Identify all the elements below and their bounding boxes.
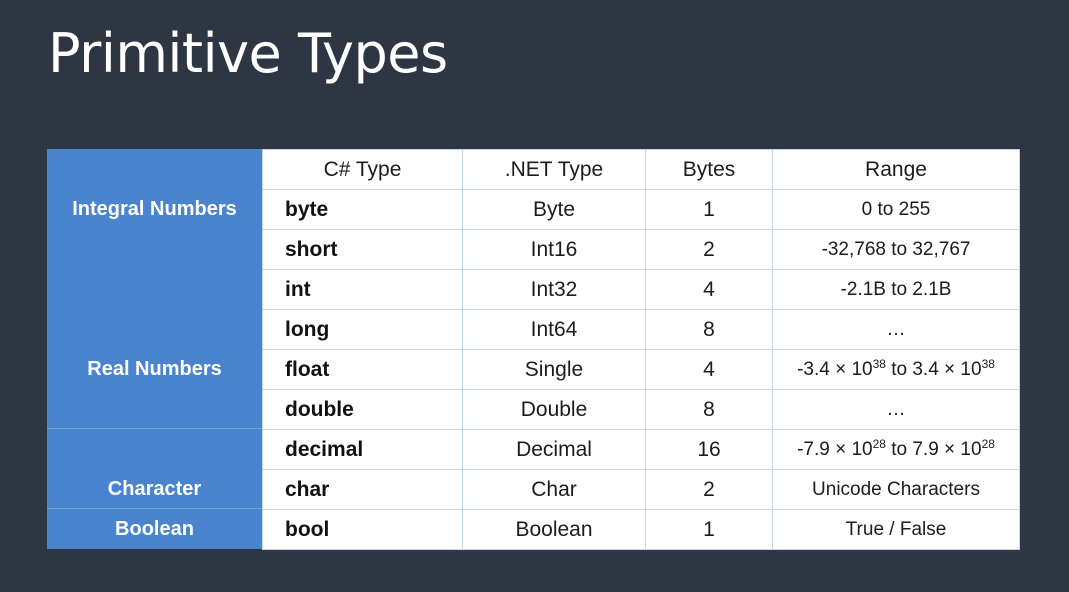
- range-neg-exponent: 28: [872, 436, 886, 451]
- table-row: long Int64 8 …: [262, 309, 1020, 350]
- header-bytes: Bytes: [645, 149, 773, 190]
- table-row: int Int32 4 -2.1B to 2.1B: [262, 269, 1020, 310]
- header-row: C# Type .NET Type Bytes Range: [262, 149, 1020, 190]
- table-row: short Int16 2 -32,768 to 32,767: [262, 229, 1020, 270]
- csharp-type-cell: bool: [262, 509, 463, 550]
- bytes-cell: 1: [645, 509, 773, 550]
- dotnet-type-cell: Byte: [462, 189, 646, 230]
- table-row: byte Byte 1 0 to 255: [262, 189, 1020, 230]
- csharp-type-cell: short: [262, 229, 463, 270]
- category-divider: [47, 508, 262, 509]
- category-integral-numbers: Integral Numbers: [72, 198, 237, 220]
- dotnet-type-cell: Int64: [462, 309, 646, 350]
- range-pos-base: 3.4 × 10: [912, 358, 982, 380]
- category-boolean: Boolean: [115, 518, 194, 540]
- range-cell: -3.4 × 1038 to 3.4 × 1038: [772, 349, 1020, 390]
- csharp-type-cell: long: [262, 309, 463, 350]
- range-separator: to: [885, 358, 913, 380]
- range-cell: -7.9 × 1028 to 7.9 × 1028: [772, 429, 1020, 470]
- csharp-type-cell: int: [262, 269, 463, 310]
- table-row: float Single 4 -3.4 × 1038 to 3.4 × 1038: [262, 349, 1020, 390]
- dotnet-type-cell: Boolean: [462, 509, 646, 550]
- csharp-type-cell: byte: [262, 189, 463, 230]
- range-neg-base: -7.9 × 10: [797, 438, 873, 460]
- dotnet-type-cell: Decimal: [462, 429, 646, 470]
- bytes-cell: 4: [645, 269, 773, 310]
- range-pos-base: 7.9 × 10: [912, 438, 982, 460]
- category-divider: [47, 428, 262, 429]
- bytes-cell: 8: [645, 309, 773, 350]
- header-csharp-type: C# Type: [262, 149, 463, 190]
- dotnet-type-cell: Char: [462, 469, 646, 510]
- range-cell: …: [772, 309, 1020, 350]
- page-title: Primitive Types: [48, 22, 448, 85]
- bytes-cell: 2: [645, 469, 773, 510]
- table-row: bool Boolean 1 True / False: [262, 509, 1020, 550]
- range-cell: -32,768 to 32,767: [772, 229, 1020, 270]
- bytes-cell: 4: [645, 349, 773, 390]
- csharp-type-cell: decimal: [262, 429, 463, 470]
- dotnet-type-cell: Int32: [462, 269, 646, 310]
- range-pos-exponent: 38: [981, 356, 995, 371]
- bytes-cell: 16: [645, 429, 773, 470]
- header-range: Range: [772, 149, 1020, 190]
- range-cell: 0 to 255: [772, 189, 1020, 230]
- dotnet-type-cell: Double: [462, 389, 646, 430]
- range-cell: …: [772, 389, 1020, 430]
- table-row: char Char 2 Unicode Characters: [262, 469, 1020, 510]
- types-grid: C# Type .NET Type Bytes Range byte Byte …: [262, 149, 1020, 550]
- range-neg-exponent: 38: [872, 356, 886, 371]
- csharp-type-cell: float: [262, 349, 463, 390]
- range-separator: to: [885, 438, 913, 460]
- category-column: Integral Numbers Real Numbers Character …: [47, 149, 262, 549]
- dotnet-type-cell: Int16: [462, 229, 646, 270]
- header-dotnet-type: .NET Type: [462, 149, 646, 190]
- category-character: Character: [107, 478, 202, 500]
- csharp-type-cell: char: [262, 469, 463, 510]
- dotnet-type-cell: Single: [462, 349, 646, 390]
- csharp-type-cell: double: [262, 389, 463, 430]
- bytes-cell: 1: [645, 189, 773, 230]
- bytes-cell: 8: [645, 389, 773, 430]
- range-cell: Unicode Characters: [772, 469, 1020, 510]
- range-neg-base: -3.4 × 10: [797, 358, 873, 380]
- category-real-numbers: Real Numbers: [87, 358, 222, 380]
- range-pos-exponent: 28: [981, 436, 995, 451]
- range-cell: True / False: [772, 509, 1020, 550]
- table-row: double Double 8 …: [262, 389, 1020, 430]
- bytes-cell: 2: [645, 229, 773, 270]
- range-cell: -2.1B to 2.1B: [772, 269, 1020, 310]
- table-row: decimal Decimal 16 -7.9 × 1028 to 7.9 × …: [262, 429, 1020, 470]
- primitive-types-table: Integral Numbers Real Numbers Character …: [47, 149, 1020, 550]
